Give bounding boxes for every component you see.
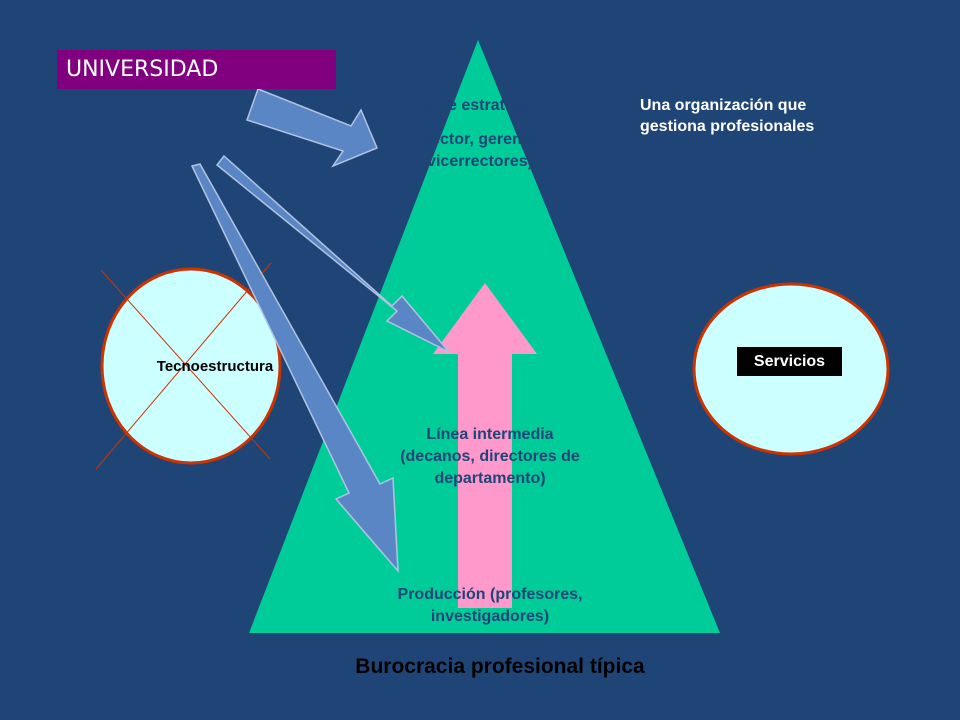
diagram-title: Burocracia profesional típica — [355, 655, 645, 678]
org-description: Una organización que gestiona profesiona… — [640, 97, 815, 135]
cross-out-line-2 — [95, 262, 272, 470]
operating-core-label: Producción (profesores, investigadores) — [397, 586, 583, 625]
univ-to-apex-arrow — [246, 88, 378, 168]
arrow-to-operating-core — [190, 163, 399, 574]
cross-out-line-1 — [100, 269, 271, 460]
technostructure-circle — [100, 267, 282, 465]
middle-line-label: Línea intermedia (decanos, directores de… — [400, 426, 580, 487]
universidad-box: UNIVERSIDAD — [57, 50, 336, 89]
upward-pink-arrow — [433, 283, 537, 608]
apex-title: Ápice estratégico — [413, 97, 547, 114]
apex-members: (rector, gerente, vicerrectores) — [419, 131, 541, 170]
arrow-to-middle-line — [215, 154, 450, 353]
support-services-label: Servicios — [737, 347, 842, 376]
technostructure-label: Tecnoestructura — [156, 358, 274, 375]
